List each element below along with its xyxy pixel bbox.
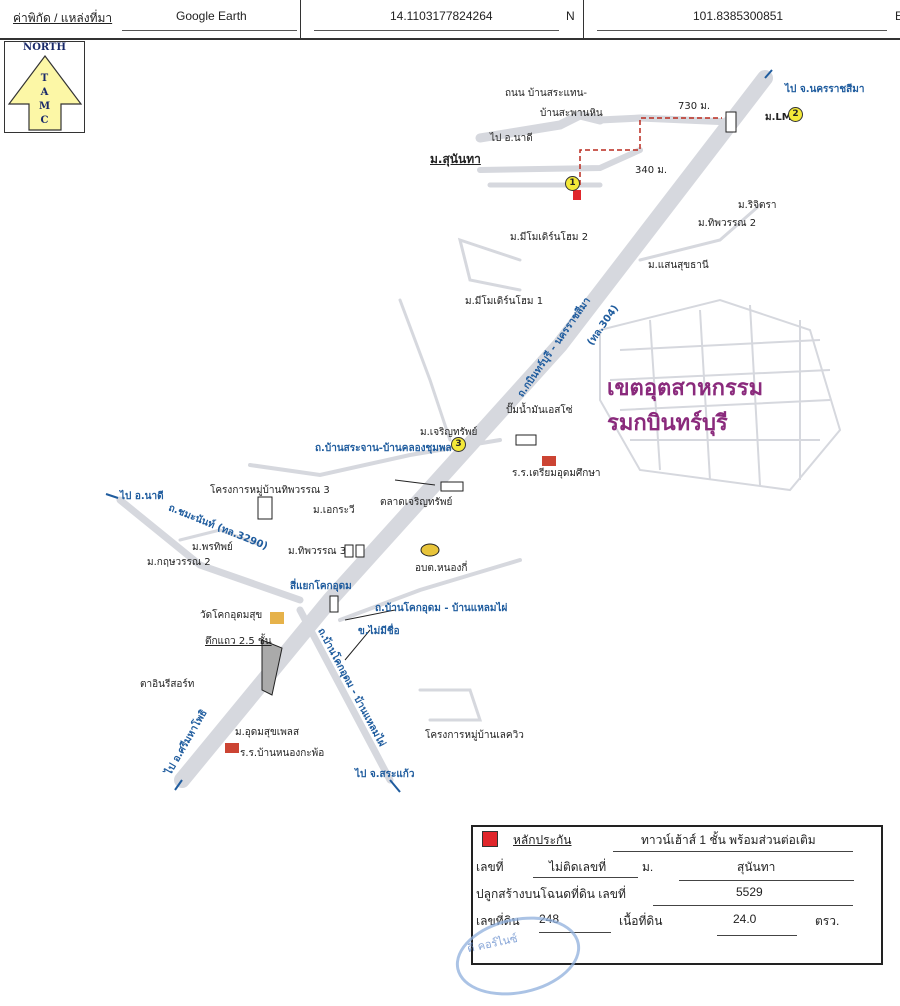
map-label: ร.ร.เตรียมอุดมศึกษา xyxy=(512,468,601,479)
house-no-value: ไม่ติดเลขที่ xyxy=(549,860,607,874)
map-label: ม.แสนสุขธานี xyxy=(648,260,709,271)
tambon-office-icon xyxy=(420,543,440,557)
road-label: ถ.บ้านโคกอุดม - บ้านแหลมไผ่ xyxy=(375,603,508,614)
school-icon xyxy=(225,743,239,753)
industrial-grid xyxy=(599,298,842,492)
village-project-icon xyxy=(257,496,273,520)
road-khok-udom-south xyxy=(296,606,394,784)
market-building-icon xyxy=(440,481,464,492)
marker-2: 2 xyxy=(788,107,803,122)
deed-label: ปลูกสร้างบนโฉนดที่ดิน เลขที่ xyxy=(476,887,626,901)
school-icon xyxy=(542,456,556,466)
industrial-zone-label: เขตอุตสาหกรรม xyxy=(607,376,764,401)
temple-icon xyxy=(270,612,284,624)
map-label: ม.LM xyxy=(765,112,792,123)
road-label: ข.ไม่มีชื่อ xyxy=(358,626,400,637)
main-road-304 xyxy=(174,70,773,788)
map-label: ถนน บ้านสระแทน- xyxy=(505,88,588,99)
collateral-legend: หลักประกัน ทาวน์เฮ้าส์ 1 ชั้น พร้อมส่วนต… xyxy=(471,825,883,965)
house-no-label: เลขที่ xyxy=(476,860,504,874)
shophouse-icon xyxy=(261,639,283,696)
map-label: ม.เอกระวี xyxy=(313,505,355,516)
source-value: Google Earth xyxy=(176,9,247,23)
collateral-marker-icon xyxy=(573,190,581,200)
map-label: บ้านสะพานหิน xyxy=(540,108,603,119)
map-label: ปั๊มน้ำมันเอสโซ่ xyxy=(506,405,573,416)
area-value: 24.0 xyxy=(733,912,757,926)
traffic-light-icon xyxy=(725,111,737,133)
latitude-unit: N xyxy=(566,9,575,23)
road-label: ถ.บ้านสระจาน-บ้านคลองชุมพล xyxy=(315,443,452,454)
north-title: NORTH xyxy=(23,42,66,53)
direction-label: ไป อ.นาดี xyxy=(490,133,533,144)
longitude-value: 101.8385300851 xyxy=(693,9,784,23)
longitude-cell: 101.8385300851 E xyxy=(583,0,900,38)
map-label: วัดโคกอุดมสุข xyxy=(200,610,263,621)
source-label: ค่าพิกัด / แหล่งที่มา xyxy=(13,11,113,25)
road-sraetan xyxy=(475,110,605,143)
area-label: เนื้อที่ดิน xyxy=(619,914,663,928)
direction-label: ไป จ.สระแก้ว xyxy=(355,769,415,780)
collateral-value: ทาวน์เฮ้าส์ 1 ชั้น พร้อมส่วนต่อเติม xyxy=(641,833,816,847)
map-label: ม.ทิพวรรณ 2 xyxy=(698,218,757,229)
deed-value: 5529 xyxy=(736,885,763,899)
collateral-marker-icon xyxy=(482,831,498,847)
junction-label: สี่แยกโคกอุดม xyxy=(290,581,352,592)
route-dashes xyxy=(579,117,722,185)
village-sunantha-label: ม.สุนันทา xyxy=(430,152,481,166)
map-label: โครงการหมู่บ้านทิพวรรณ 3 xyxy=(210,485,330,496)
north-arrow: NORTH T A M C xyxy=(4,41,85,133)
map-label: ม.พรทิพย์ xyxy=(192,542,233,553)
map-roads xyxy=(105,69,842,793)
gas-station-icon xyxy=(515,434,537,446)
longitude-unit: E xyxy=(895,9,900,23)
map-label: ม.ริจิตรา xyxy=(738,200,777,211)
coordinate-header: ค่าพิกัด / แหล่งที่มา Google Earth 14.11… xyxy=(0,0,900,40)
collateral-label: หลักประกัน xyxy=(513,833,572,847)
north-letter: C xyxy=(40,115,49,126)
shophouse-label: ตึกแถว 2.5 ชั้น xyxy=(205,636,272,647)
north-letter: A xyxy=(40,87,49,98)
map-label: ม.อุดมสุขเพลส xyxy=(235,727,300,738)
map-label: ตลาดเจริญทรัพย์ xyxy=(380,497,453,508)
village-label: ม. xyxy=(642,860,654,874)
road-3290 xyxy=(116,496,304,604)
map-label: โครงการหมู่บ้านเลควิว xyxy=(425,730,524,741)
direction-label: ไป อ.นาดี xyxy=(120,491,164,502)
map-label: ม.มีโมเดิร์นโฮม 1 xyxy=(465,296,544,307)
distance-label: 730 ม. xyxy=(678,101,711,112)
village-value: สุนันทา xyxy=(737,860,776,874)
marker-3: 3 xyxy=(451,437,466,452)
area-unit: ตรว. xyxy=(815,914,840,928)
traffic-light-icon xyxy=(329,595,339,613)
map-label: ม.ทิพวรรณ 3 xyxy=(288,546,347,557)
latitude-value: 14.1103177824264 xyxy=(390,9,493,23)
land-no-value: 248 xyxy=(539,912,560,926)
map-label: ตาอินรีสอร์ท xyxy=(140,679,195,690)
north-arrow-icon xyxy=(7,55,83,131)
map-label: ม.เจริญทรัพย์ xyxy=(420,427,478,438)
land-no-label: เลขที่ดิน xyxy=(476,914,520,928)
source-cell: ค่าพิกัด / แหล่งที่มา Google Earth xyxy=(0,0,301,38)
latitude-cell: 14.1103177824264 N xyxy=(300,0,584,38)
distance-label: 340 ม. xyxy=(635,165,668,176)
map-label: ม.กฤษวรรณ 2 xyxy=(147,557,211,568)
stamp-text: ดี คอร์ไนซ์ xyxy=(466,931,519,956)
map-label: ม.มีโมเดิร์นโฮม 2 xyxy=(510,232,589,243)
north-letter: T xyxy=(40,73,49,84)
map-label: ร.ร.บ้านหนองกะพ้อ xyxy=(240,748,325,759)
marker-1: 1 xyxy=(565,176,580,191)
direction-label: ไป จ.นครราชสีมา xyxy=(785,84,865,95)
industrial-zone-label: รมกบินทร์บุรี xyxy=(607,411,728,436)
map-label: อบต.หนองกี่ xyxy=(415,563,468,574)
north-letter: M xyxy=(38,101,51,112)
